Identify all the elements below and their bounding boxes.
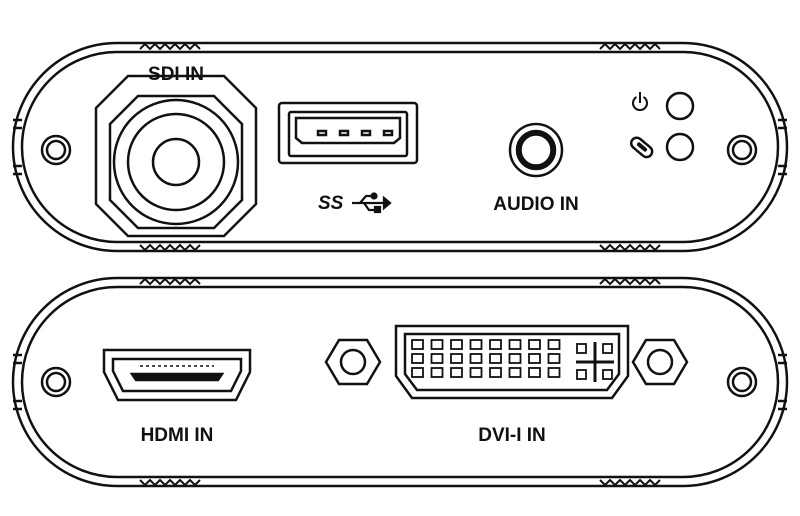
- bottom-panel-inner: [20, 285, 780, 479]
- dvi-pin: [489, 353, 502, 364]
- screw-icon: [726, 366, 758, 398]
- audio-in-label: AUDIO IN: [493, 194, 579, 215]
- dvi-pin: [489, 339, 502, 350]
- dvi-pin: [508, 367, 522, 378]
- dvi-pin: [547, 353, 561, 364]
- dvi-pin: [469, 367, 483, 378]
- top-ridge-marks: [139, 42, 661, 252]
- dvi-pin: [450, 367, 463, 378]
- dvi-thumbscrew-left: [324, 338, 382, 386]
- screw-icon: [40, 134, 72, 166]
- dvi-thumbscrew-right: [631, 338, 689, 386]
- usb-ss-text: SS: [318, 193, 344, 214]
- power-led: [665, 91, 695, 121]
- dvi-pin: [528, 339, 541, 350]
- power-icon: [632, 92, 648, 111]
- dvi-pin: [489, 367, 502, 378]
- dvi-pin: [469, 339, 483, 350]
- hdmi-in-label: HDMI IN: [141, 425, 214, 446]
- dvi-pin: [547, 367, 561, 378]
- hdmi-port: [102, 348, 252, 402]
- dvi-pin: [430, 353, 444, 364]
- dvi-pin: [411, 339, 424, 350]
- top-panel-outer: [11, 41, 789, 253]
- dvi-pin: [528, 353, 541, 364]
- dvi-pin-grid: [411, 339, 561, 378]
- dvi-in-label: DVI-I IN: [478, 425, 546, 446]
- link-icon: [629, 136, 654, 159]
- dvi-pin: [469, 353, 483, 364]
- top-panel-inner: [20, 50, 780, 244]
- dvi-pin: [508, 339, 522, 350]
- screw-icon: [726, 134, 758, 166]
- dvi-pin: [430, 367, 444, 378]
- dvi-pin: [508, 353, 522, 364]
- usb-trident-icon: [352, 192, 392, 214]
- dvi-pin: [547, 339, 561, 350]
- dvi-analog-cross: [576, 342, 614, 382]
- usb-ss-logo: SS: [318, 192, 392, 214]
- audio-jack: [508, 122, 564, 178]
- dvi-pin: [411, 353, 424, 364]
- top-panel: [11, 41, 789, 253]
- screw-icon: [40, 366, 72, 398]
- dvi-port: [394, 324, 630, 400]
- status-led: [665, 132, 695, 162]
- dvi-pin: [411, 367, 424, 378]
- bottom-ridge-marks: [139, 277, 661, 487]
- usb-a-port: [277, 101, 419, 165]
- sdi-bnc-connector: [94, 74, 258, 238]
- dvi-pin: [528, 367, 541, 378]
- bottom-panel-outer: [11, 276, 789, 488]
- sdi-in-label: SDI IN: [148, 64, 204, 85]
- dvi-pin: [430, 339, 444, 350]
- dvi-pin: [450, 339, 463, 350]
- bottom-panel: [11, 276, 789, 488]
- dvi-pin: [450, 353, 463, 364]
